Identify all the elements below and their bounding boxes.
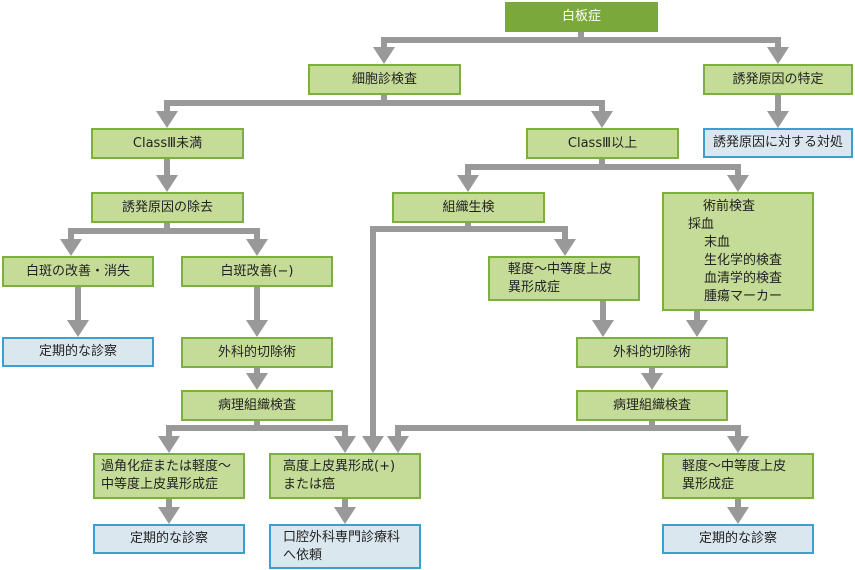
node-preop-tests: 術前検査 採血 末血 生化学的検査 血清学的検査 腫瘍マーカー xyxy=(662,192,814,311)
node-biopsy: 組織生検 xyxy=(392,192,545,223)
preop-line: 末血 xyxy=(704,235,731,250)
node-identify-cause: 誘発原因の特定 xyxy=(703,64,853,95)
connector-line xyxy=(395,425,741,442)
node-pathology-left-label: 病理組織検査 xyxy=(217,397,296,413)
node-cytology: 細胞診検査 xyxy=(308,64,461,95)
preop-title: 術前検査 xyxy=(703,199,756,214)
line: 過角化症または軽度〜 xyxy=(101,459,232,474)
node-surgery-left-label: 外科的切除術 xyxy=(217,344,296,360)
line: へ依頼 xyxy=(283,547,323,563)
node-surgery-right: 外科的切除術 xyxy=(576,337,728,368)
arrow-head-icon xyxy=(158,507,180,524)
arrow-head-icon xyxy=(767,47,789,64)
node-periodic-exam-2-label: 定期的な診察 xyxy=(129,531,208,546)
node-pathology-right: 病理組織検査 xyxy=(576,390,728,421)
arrow-head-icon xyxy=(246,320,268,337)
arrow-head-icon xyxy=(554,239,576,256)
arrow-head-icon xyxy=(592,320,614,337)
line: 異形成症 xyxy=(682,477,735,492)
node-severe-dysplasia: 高度上皮異形成(+) または癌 xyxy=(269,453,421,499)
preop-line: 生化学的検査 xyxy=(704,253,783,268)
arrow-head-icon xyxy=(334,436,356,453)
arrow-head-icon xyxy=(246,239,268,256)
node-cytology-label: 細胞診検査 xyxy=(351,71,417,87)
node-identify-cause-label: 誘発原因の特定 xyxy=(732,71,824,87)
node-periodic-exam-2: 定期的な診察 xyxy=(93,524,245,554)
node-class-lt3-label: ClassⅢ未満 xyxy=(132,135,203,151)
node-root: 白板症 xyxy=(505,2,658,32)
line: 軽度〜中等度上皮 xyxy=(508,261,613,277)
node-treat-cause-label: 誘発原因に対する対処 xyxy=(712,135,843,150)
arrow-head-icon xyxy=(362,436,384,453)
arrow-head-icon xyxy=(334,507,356,524)
node-hyperkeratosis: 過角化症または軽度〜 中等度上皮異形成症 xyxy=(93,453,245,499)
node-mild-dysplasia-mid: 軽度〜中等度上皮 異形成症 xyxy=(488,256,640,301)
node-not-improved-label: 白斑改善(−) xyxy=(220,263,294,279)
arrow-head-icon xyxy=(67,320,89,337)
node-biopsy-label: 組織生検 xyxy=(442,199,495,215)
arrow-head-icon xyxy=(591,111,613,128)
node-periodic-exam-1: 定期的な診察 xyxy=(2,337,154,367)
arrow-head-icon xyxy=(767,111,789,128)
node-pathology-right-label: 病理組織検査 xyxy=(612,397,691,413)
connector-line xyxy=(164,100,605,117)
node-surgery-left: 外科的切除術 xyxy=(181,337,333,368)
node-root-label: 白板症 xyxy=(561,9,601,24)
node-pathology-left: 病理組織検査 xyxy=(181,390,333,421)
preop-line: 採血 xyxy=(688,217,715,232)
arrow-head-icon xyxy=(727,436,749,453)
node-referral: 口腔外科専門診療科 へ依頼 xyxy=(269,524,421,569)
arrow-head-icon xyxy=(158,436,180,453)
node-class-lt3: ClassⅢ未満 xyxy=(91,128,244,159)
node-treat-cause: 誘発原因に対する対処 xyxy=(703,128,853,158)
connector-line xyxy=(166,425,348,442)
node-class-ge3: ClassⅢ以上 xyxy=(526,128,679,159)
node-periodic-exam-1-label: 定期的な診察 xyxy=(38,344,117,359)
connector-line xyxy=(465,164,741,181)
connector-line xyxy=(381,37,781,54)
line: 中等度上皮異形成症 xyxy=(101,477,219,492)
arrow-head-icon xyxy=(641,373,663,390)
node-not-improved: 白斑改善(−) xyxy=(181,256,333,287)
line: または癌 xyxy=(283,477,336,492)
arrow-head-icon xyxy=(60,239,82,256)
arrow-head-icon xyxy=(686,320,708,337)
node-periodic-exam-3: 定期的な診察 xyxy=(662,524,814,554)
node-improved-label: 白斑の改善・消失 xyxy=(25,263,130,279)
preop-line: 腫瘍マーカー xyxy=(704,289,783,304)
node-class-ge3-label: ClassⅢ以上 xyxy=(567,135,638,151)
preop-line: 血清学的検査 xyxy=(704,271,783,286)
node-remove-cause: 誘発原因の除去 xyxy=(91,192,244,223)
node-surgery-right-label: 外科的切除術 xyxy=(612,344,691,360)
connector-line xyxy=(370,226,568,440)
arrow-head-icon xyxy=(727,507,749,524)
line: 異形成症 xyxy=(508,279,561,295)
line: 軽度〜中等度上皮 xyxy=(682,459,787,474)
node-improved: 白斑の改善・消失 xyxy=(2,256,154,287)
arrow-head-icon xyxy=(457,175,479,192)
connector-line xyxy=(68,228,260,245)
node-periodic-exam-3-label: 定期的な診察 xyxy=(698,531,777,546)
arrow-head-icon xyxy=(246,373,268,390)
arrow-head-icon xyxy=(156,111,178,128)
arrow-head-icon xyxy=(387,436,409,453)
line: 高度上皮異形成(+) xyxy=(283,459,396,474)
arrow-head-icon xyxy=(727,175,749,192)
line: 口腔外科専門診療科 xyxy=(283,529,401,545)
node-mild-dysplasia-right: 軽度〜中等度上皮 異形成症 xyxy=(662,453,814,499)
arrow-head-icon xyxy=(156,175,178,192)
node-remove-cause-label: 誘発原因の除去 xyxy=(121,199,213,215)
arrow-head-icon xyxy=(373,47,395,64)
